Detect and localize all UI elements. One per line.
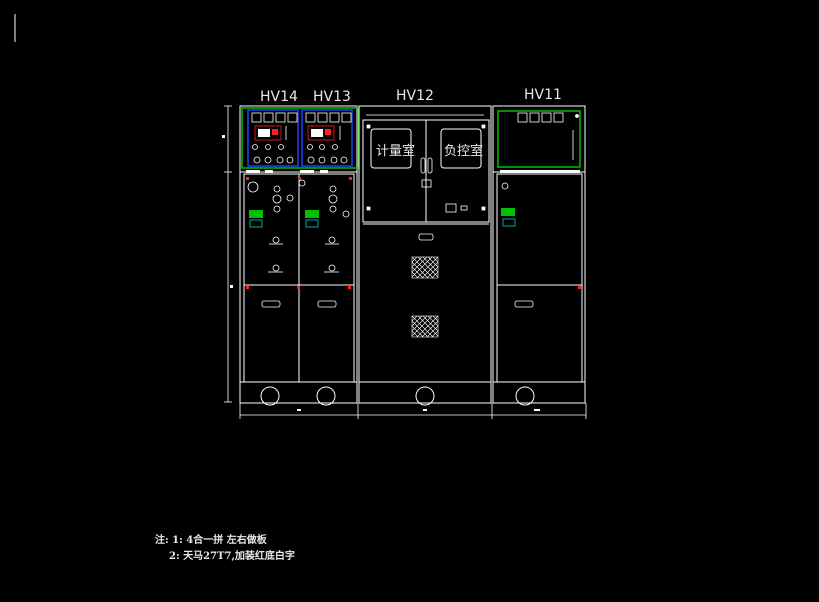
load-control-room-label: 负控室 [444, 143, 483, 159]
note-line-2: 2: 天马27T7,加装红底白字 [169, 549, 295, 562]
instrument-box-hv11 [497, 110, 581, 168]
cabinet-hv11 [492, 105, 586, 404]
panel-label-hv14: HV14 [260, 89, 298, 105]
vent-grille-lower [411, 315, 439, 338]
vent-grille-upper [411, 256, 439, 279]
panel-label-hv12: HV12 [396, 88, 434, 104]
left-dimension [224, 105, 232, 403]
note-line-1: 注: 1: 4合一拼 左右做板 [155, 533, 268, 546]
bottom-circles-left [260, 386, 336, 406]
switch-panel-hv13 [298, 179, 350, 273]
bottom-circle-hv11 [515, 386, 535, 406]
switch-panel-hv14 [247, 181, 294, 273]
busbar-strip-left [246, 170, 328, 173]
panel-label-hv13: HV13 [313, 89, 351, 105]
hv12-hardware [366, 124, 486, 241]
bottom-circle-hv12 [415, 386, 435, 406]
bottom-dimension [239, 403, 587, 419]
switch-panel-hv11 [501, 182, 534, 308]
metering-room-label: 计量室 [376, 143, 415, 159]
meter-group-hv13 [305, 112, 352, 164]
door-handles-left [261, 300, 337, 308]
instrument-box-hv14 [241, 107, 359, 169]
meter-group-hv11 [517, 112, 579, 160]
panel-label-hv11: HV11 [524, 87, 562, 103]
meter-group-hv14 [251, 112, 298, 164]
cabinet-hv12 [358, 105, 492, 404]
